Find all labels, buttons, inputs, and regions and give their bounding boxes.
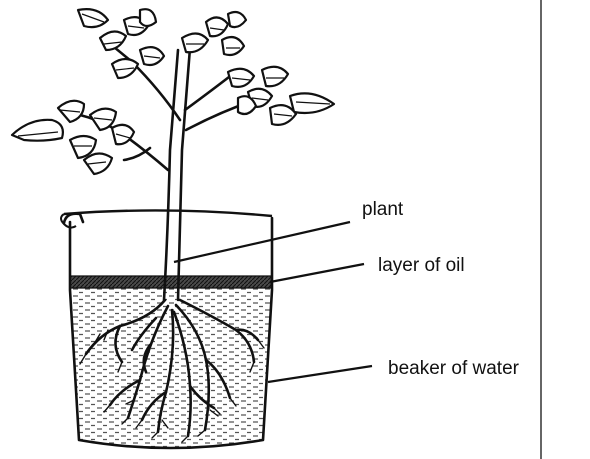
plant-label: plant [362, 200, 403, 219]
oil-layer-label: layer of oil [378, 256, 465, 275]
water-beaker-label: beaker of water [388, 359, 519, 378]
stem [80, 40, 255, 300]
oil-layer [70, 276, 272, 288]
plant-pointer-line [174, 222, 350, 262]
water-pointer-line [268, 366, 372, 382]
oil-pointer-line [270, 264, 364, 282]
leaves [12, 9, 334, 174]
